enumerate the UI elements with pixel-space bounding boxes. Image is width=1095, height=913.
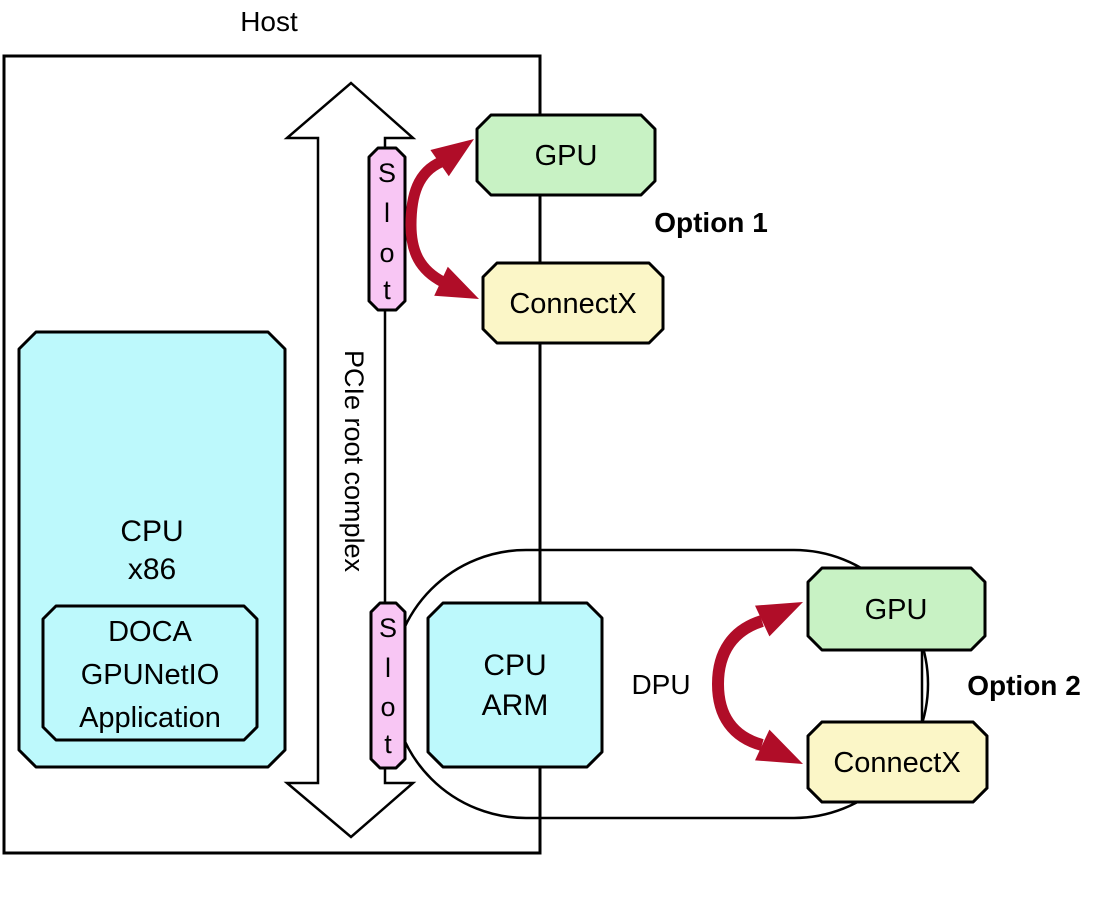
connectx2-label: ConnectX [833, 747, 960, 779]
slot1-box [367, 146, 407, 312]
slot1-letter-o: o [379, 238, 394, 268]
pcie-root-complex-label: PCIe root complex [339, 350, 369, 573]
gpu1-box [475, 113, 657, 197]
gpu1-label: GPU [535, 140, 598, 172]
slot2-letter-l: l [385, 653, 391, 683]
doca-label-line1: DOCA [108, 616, 192, 648]
cpu-x86-label-line1: CPU [120, 515, 183, 548]
doca-label-line3: Application [79, 702, 221, 734]
slot1-letter-s: S [378, 158, 396, 188]
slot2-letter-o: o [380, 692, 395, 722]
option2-arrowhead-to-gpu [755, 602, 803, 637]
gpu2-box [806, 566, 987, 652]
connectx1-box [481, 261, 665, 345]
cpu-arm-box [426, 601, 604, 769]
cpu-arm-label-line1: CPU [483, 649, 546, 682]
option2-label: Option 2 [967, 670, 1081, 701]
option1-label: Option 1 [654, 207, 768, 238]
connectx1-label: ConnectX [509, 288, 636, 320]
option1-red-arc [405, 156, 446, 287]
cpu-arm-label-line2: ARM [482, 689, 549, 722]
doca-gpunetio-box [41, 604, 259, 742]
slot2-letter-s: S [379, 613, 397, 643]
host-container [2, 54, 542, 855]
dpu-label: DPU [631, 669, 690, 700]
slot1-letter-t: t [383, 275, 391, 305]
host-label: Host [240, 6, 298, 37]
option1-arrowhead-to-connectx [434, 266, 479, 299]
slot2-box [369, 601, 407, 770]
gpu2-label: GPU [865, 594, 928, 626]
connectx2-box-shape [806, 720, 989, 804]
slot2-letter-t: t [384, 729, 392, 759]
option1-arrowhead-to-gpu [430, 139, 474, 177]
doca-label-line2: GPUNetIO [81, 659, 220, 691]
option2-arrowhead-to-connectx [755, 729, 803, 764]
slot1-letter-l: l [384, 198, 390, 228]
option2-red-arc [711, 615, 765, 751]
cpu-x86-label-line2: x86 [128, 553, 176, 586]
